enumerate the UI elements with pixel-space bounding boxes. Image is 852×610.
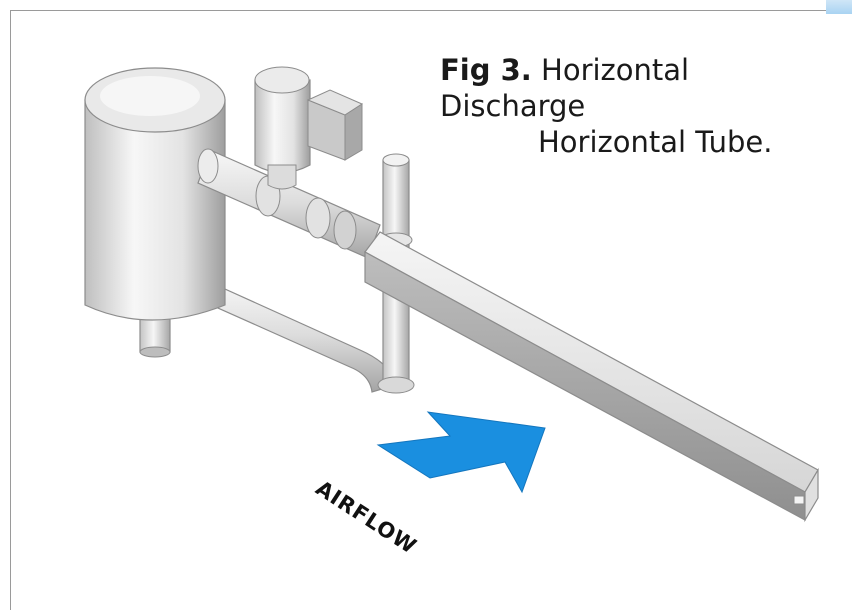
airflow-arrow (376, 411, 546, 494)
steam-tank (84, 67, 226, 321)
return-pipe (195, 275, 396, 393)
figure-title-line2: Horizontal Tube. (538, 125, 773, 159)
frame-border-left (10, 10, 11, 610)
figure-number: Fig 3. (440, 53, 532, 87)
frame-border-top (10, 10, 828, 11)
corner-tab (826, 0, 852, 14)
valve-actuator (254, 66, 364, 190)
distribution-tube (364, 231, 819, 523)
figure-title-line1: Horizontal Discharge (440, 53, 690, 123)
figure-title: Fig 3. Horizontal Discharge Horizontal T… (440, 52, 830, 160)
